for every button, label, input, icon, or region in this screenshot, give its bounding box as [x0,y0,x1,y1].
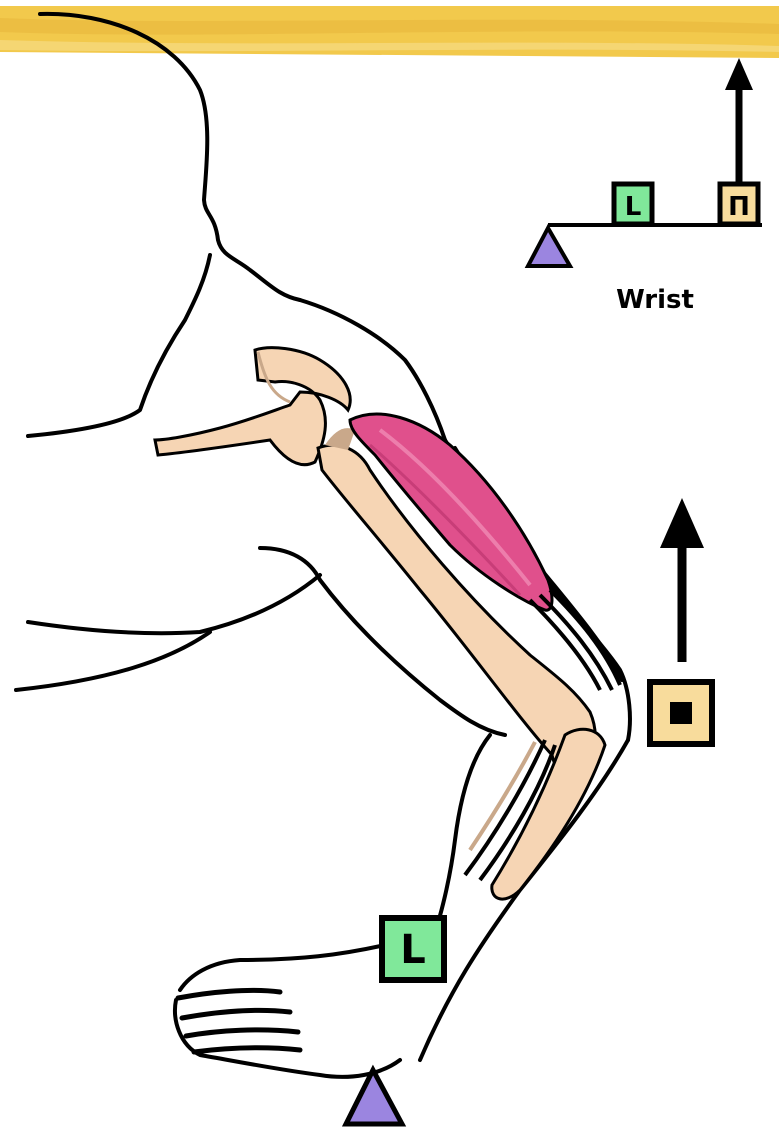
schematic-fulcrum [528,228,570,266]
toes [178,990,300,1052]
main-effort-arrow [660,498,704,662]
main-load-box: L [382,918,444,980]
main-effort-box [650,682,712,744]
schematic-effort-box: П [720,184,758,224]
schematic-caption: Wrist [616,285,694,315]
schematic-load-label: L [625,192,642,222]
main-load-label: L [400,927,426,973]
schematic-effort-arrow [725,58,753,184]
schematic-lever: L П Wrist [528,58,762,315]
top-banner [0,6,779,58]
schematic-effort-label: П [728,192,750,222]
schematic-load-box: L [614,184,652,224]
leg-outline [16,14,630,1077]
